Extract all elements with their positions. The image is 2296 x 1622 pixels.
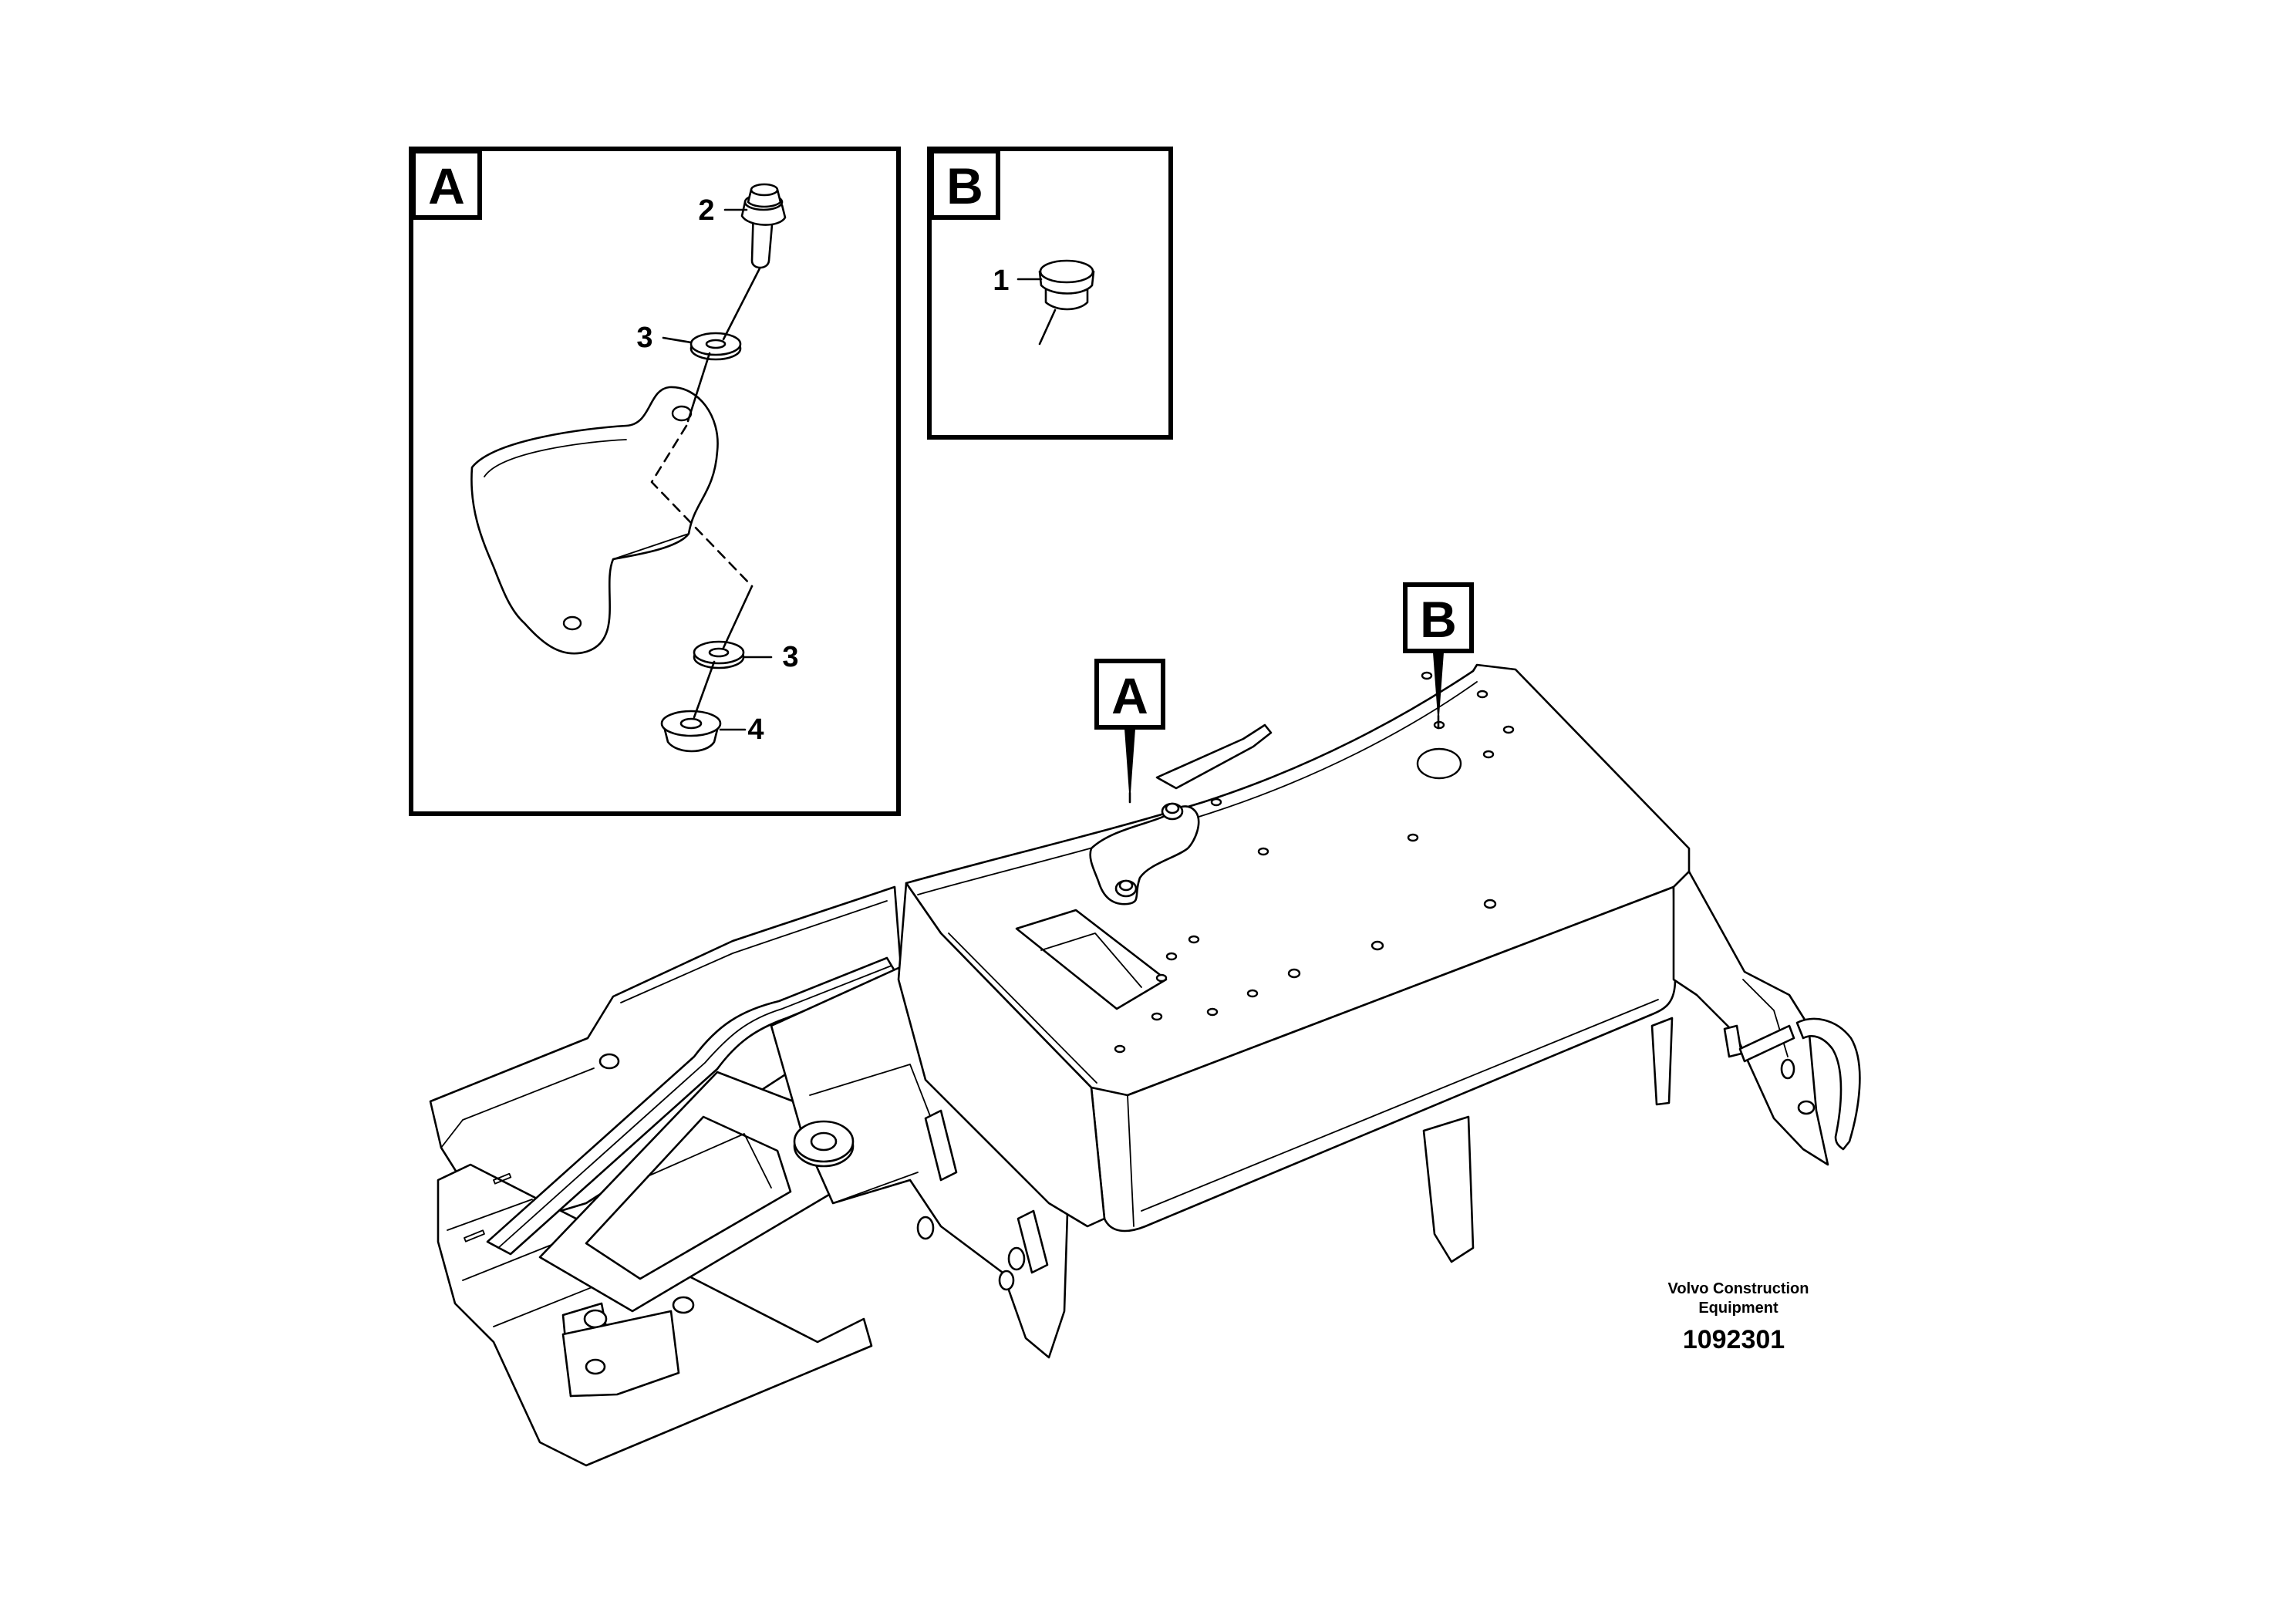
callout-3-upper: 3	[636, 322, 652, 354]
drawing-credit: Volvo Construction Equipment 1092301	[1668, 1280, 1809, 1354]
part-number: 1092301	[1683, 1325, 1785, 1354]
bracket-plate	[470, 386, 719, 655]
top-face-holes	[1114, 671, 1515, 1054]
detail-b-tag: B	[946, 157, 983, 214]
marker-a-label: A	[1111, 667, 1148, 724]
housing-front-face	[1090, 885, 1677, 1233]
top-flange	[1155, 723, 1273, 790]
pivot-boss	[793, 1120, 855, 1168]
assembly-line-lower	[722, 585, 754, 649]
bolt-part-2	[740, 183, 787, 269]
washer-part-3-upper	[689, 332, 742, 361]
callout-1: 1	[993, 265, 1009, 297]
housing-leg-right	[1650, 1017, 1674, 1106]
right-mount-plate	[1672, 870, 1829, 1166]
plug-part-1	[1038, 259, 1095, 311]
marker-a: A	[1094, 659, 1165, 804]
installed-bracket-plate	[1089, 802, 1200, 905]
window-opening	[585, 1115, 792, 1280]
plug-axis-line	[1038, 309, 1057, 346]
leader-3-upper	[662, 336, 693, 344]
lower-bracket	[561, 1310, 680, 1398]
callout-4: 4	[747, 713, 764, 746]
detail-a-panel: A	[409, 147, 901, 816]
main-frame-assembly: A B	[429, 582, 1861, 1467]
marker-b-label: B	[1420, 591, 1457, 648]
right-hanger-arm	[1795, 1017, 1861, 1151]
assembly-line-mid	[686, 352, 711, 423]
housing-leg-left	[1422, 1115, 1475, 1263]
housing-left-face	[897, 882, 1106, 1228]
callout-3-lower: 3	[782, 641, 798, 673]
callout-2: 2	[698, 194, 714, 227]
assembly-hidden-line	[650, 424, 754, 588]
assembly-line-upper	[722, 267, 761, 341]
credit-line-2: Equipment	[1698, 1300, 1778, 1317]
assembly-line-nut	[693, 660, 716, 719]
nut-part-4	[660, 710, 722, 753]
washer-part-3-lower	[693, 640, 745, 669]
detail-a-tag: A	[428, 157, 465, 214]
credit-line-1: Volvo Construction	[1668, 1280, 1809, 1297]
detail-b-panel: B 1	[927, 147, 1173, 440]
marker-b: B	[1403, 582, 1474, 730]
